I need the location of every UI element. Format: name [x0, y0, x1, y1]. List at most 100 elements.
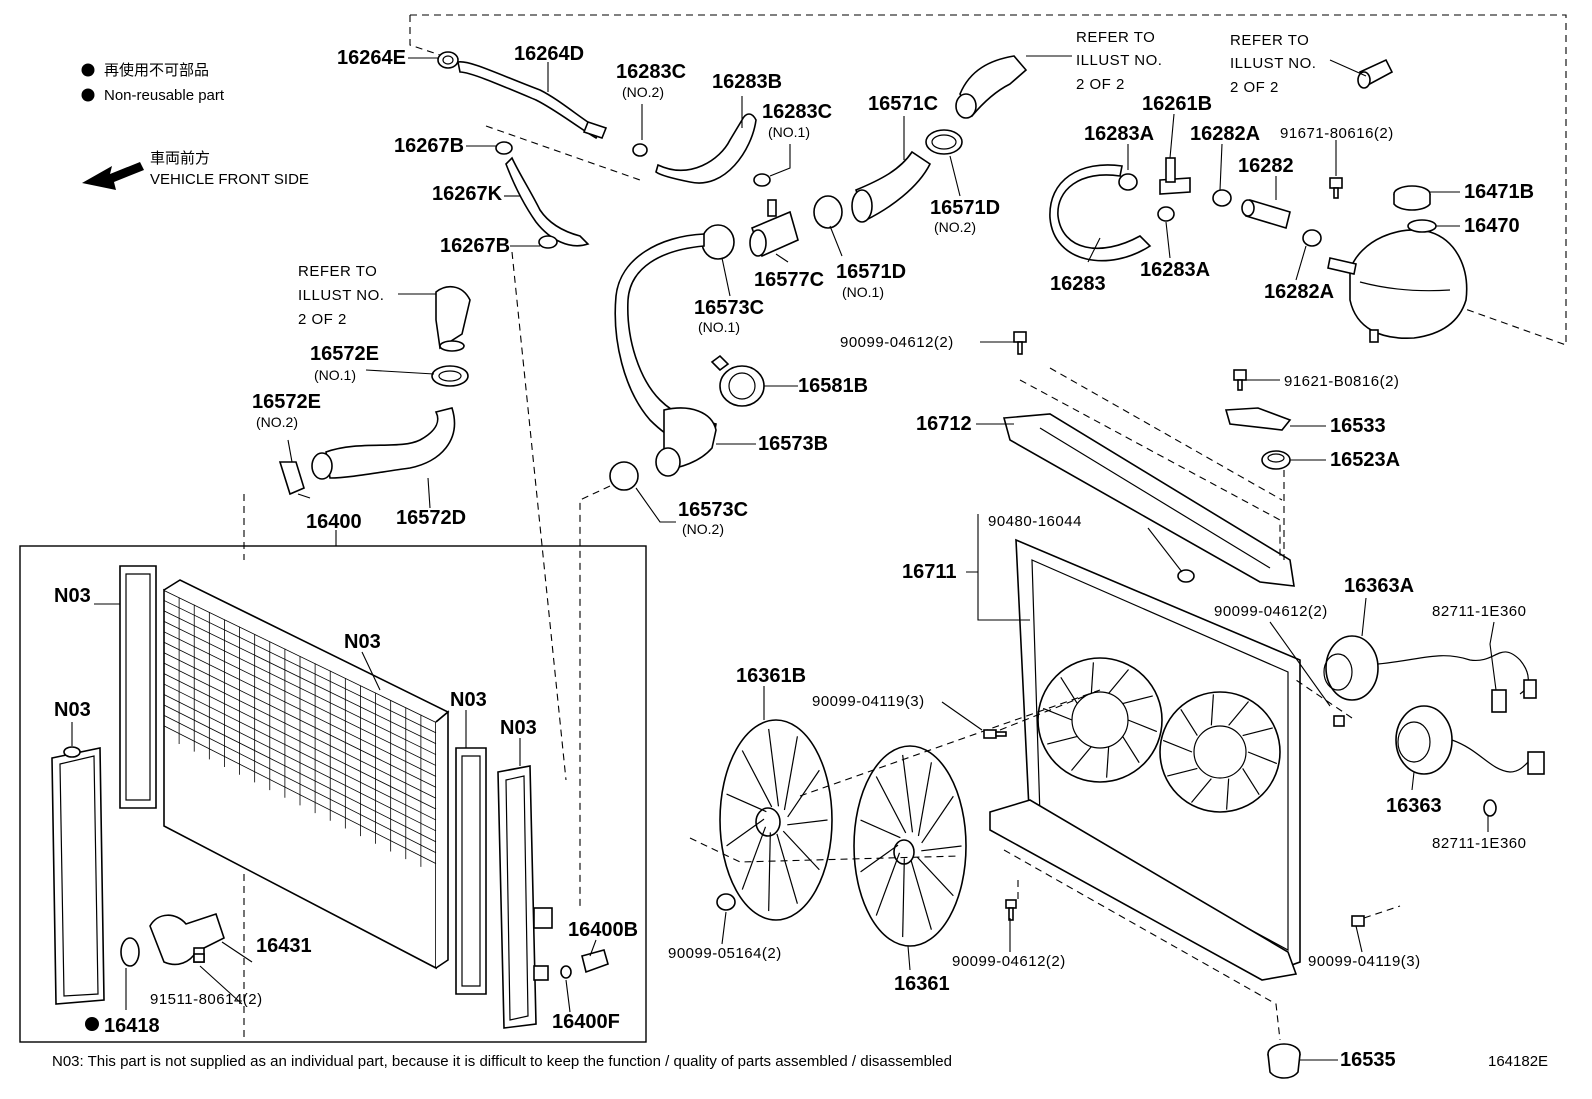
label-16361B: 16361B — [736, 665, 806, 687]
label-16400F: 16400F — [552, 1011, 620, 1033]
shroud-spoke-line — [1226, 778, 1230, 810]
core-fin-line — [163, 610, 437, 745]
clamp-16267B-a — [495, 141, 513, 155]
gasket-left-n03 — [119, 565, 157, 809]
leader-lines — [71, 55, 1497, 1061]
guide-line — [485, 125, 641, 181]
fan-blade-line — [875, 852, 901, 916]
plug-16418 — [85, 1017, 99, 1031]
tank-left — [51, 746, 105, 1005]
clamp-16282A-a — [1212, 189, 1232, 207]
shroud-spoke-line — [1108, 669, 1129, 694]
refer-line1: REFER TO — [1230, 32, 1309, 49]
bolt-91671 — [1329, 177, 1343, 199]
label-16267B: 16267B — [394, 135, 464, 157]
shroud-spoke-line — [1127, 719, 1158, 733]
refer-line2: ILLUST NO. — [298, 287, 384, 304]
refer-line3: 2 OF 2 — [1230, 79, 1279, 96]
clamp-16264E — [437, 51, 459, 69]
guide-line — [999, 689, 1101, 731]
label-82711: 82711-1E360 — [1432, 603, 1526, 620]
label-16533: 16533 — [1330, 415, 1386, 437]
label-no1: (NO.1) — [698, 319, 740, 335]
fan-blade-line — [768, 832, 771, 912]
label-16363A: 16363A — [1344, 575, 1414, 597]
bracket-16581B — [710, 354, 765, 407]
label-16283B: 16283B — [712, 71, 782, 93]
label-16571C: 16571C — [868, 93, 938, 115]
fan-blade-line — [910, 859, 932, 930]
label-91621: 91621-B0816(2) — [1284, 373, 1399, 390]
label-16264D: 16264D — [514, 43, 584, 65]
clamp-16283A-b — [1157, 206, 1175, 222]
fan-blade-line — [782, 830, 820, 871]
cushion-16523A — [1261, 450, 1291, 470]
label-n03: N03 — [500, 717, 537, 739]
clamp-16282A-b — [1302, 229, 1322, 247]
hose-16283 — [1049, 164, 1152, 262]
guide-line — [511, 251, 567, 781]
hose-16283B — [655, 113, 757, 184]
label-90099-04612: 90099-04612(2) — [840, 334, 954, 351]
label-n03: N03 — [54, 585, 91, 607]
guide-line — [1049, 367, 1283, 501]
bolt-91621 — [1233, 369, 1247, 391]
drain-cock-16400B — [560, 949, 609, 979]
refer-boundary-left — [409, 15, 441, 56]
fan-blade-line — [726, 818, 765, 847]
label-16361: 16361 — [894, 973, 950, 995]
core-fins — [163, 597, 437, 867]
shroud-spoke-line — [1180, 708, 1198, 736]
joint-16261B — [1159, 157, 1191, 195]
shroud-spoke-line — [1247, 751, 1278, 765]
label-no2: (NO.2) — [256, 414, 298, 430]
label-82711: 82711-1E360 — [1432, 835, 1526, 852]
label-16470: 16470 — [1464, 215, 1520, 237]
hose-16264D — [457, 61, 608, 140]
fan-blade-line — [787, 819, 828, 826]
front-arrow-icon — [82, 162, 144, 190]
clamp-16283C-no1 — [753, 173, 771, 187]
label-16431: 16431 — [256, 935, 312, 957]
label-16283A: 16283A — [1084, 123, 1154, 145]
label-16535: 16535 — [1340, 1049, 1396, 1071]
label-no2: (NO.2) — [934, 219, 976, 235]
clamp-16573C-no2 — [609, 461, 639, 491]
radiator-group-box — [19, 545, 647, 1043]
guide-line — [689, 837, 961, 863]
label-91511: 91511-80614(2) — [150, 991, 263, 1008]
guide-line — [1019, 379, 1281, 560]
shroud-spoke-line — [1210, 694, 1214, 726]
fan-blade-line — [741, 750, 773, 808]
label-16282A: 16282A — [1190, 123, 1260, 145]
label-90099-04119: 90099-04119(3) — [812, 693, 925, 710]
label-16400B: 16400B — [568, 919, 638, 941]
fan-blade-line — [860, 819, 901, 839]
label-no1: (NO.1) — [768, 124, 810, 140]
hose-16572D — [311, 407, 456, 480]
label-16571D-no1: 16571D — [836, 261, 906, 283]
core-fin-line — [163, 694, 437, 832]
hose-16571C — [851, 150, 932, 223]
fan-blade-line — [875, 776, 907, 834]
fan-blade-line — [768, 728, 780, 807]
fan-blades — [726, 728, 828, 912]
shroud-spoke-line — [1162, 739, 1193, 753]
core-fin-line — [163, 662, 437, 799]
pipe-refer-right — [1357, 58, 1394, 89]
fan-blade-line — [902, 754, 914, 833]
label-16471B: 16471B — [1464, 181, 1534, 203]
label-90480: 90480-16044 — [988, 513, 1082, 530]
refer-line1: REFER TO — [1076, 29, 1155, 46]
bolt-91511 — [193, 953, 205, 963]
front-jp: 車両前方 — [150, 150, 210, 167]
refer-line3: 2 OF 2 — [298, 311, 347, 328]
shroud-spoke-line — [1191, 778, 1212, 803]
guide-line — [579, 485, 611, 910]
fan-blade-line — [917, 762, 932, 837]
refer-line1: REFER TO — [298, 263, 377, 280]
label-16571D-no2: 16571D — [930, 197, 1000, 219]
clip-82711-b — [1483, 799, 1497, 817]
tank-right — [497, 765, 553, 1029]
